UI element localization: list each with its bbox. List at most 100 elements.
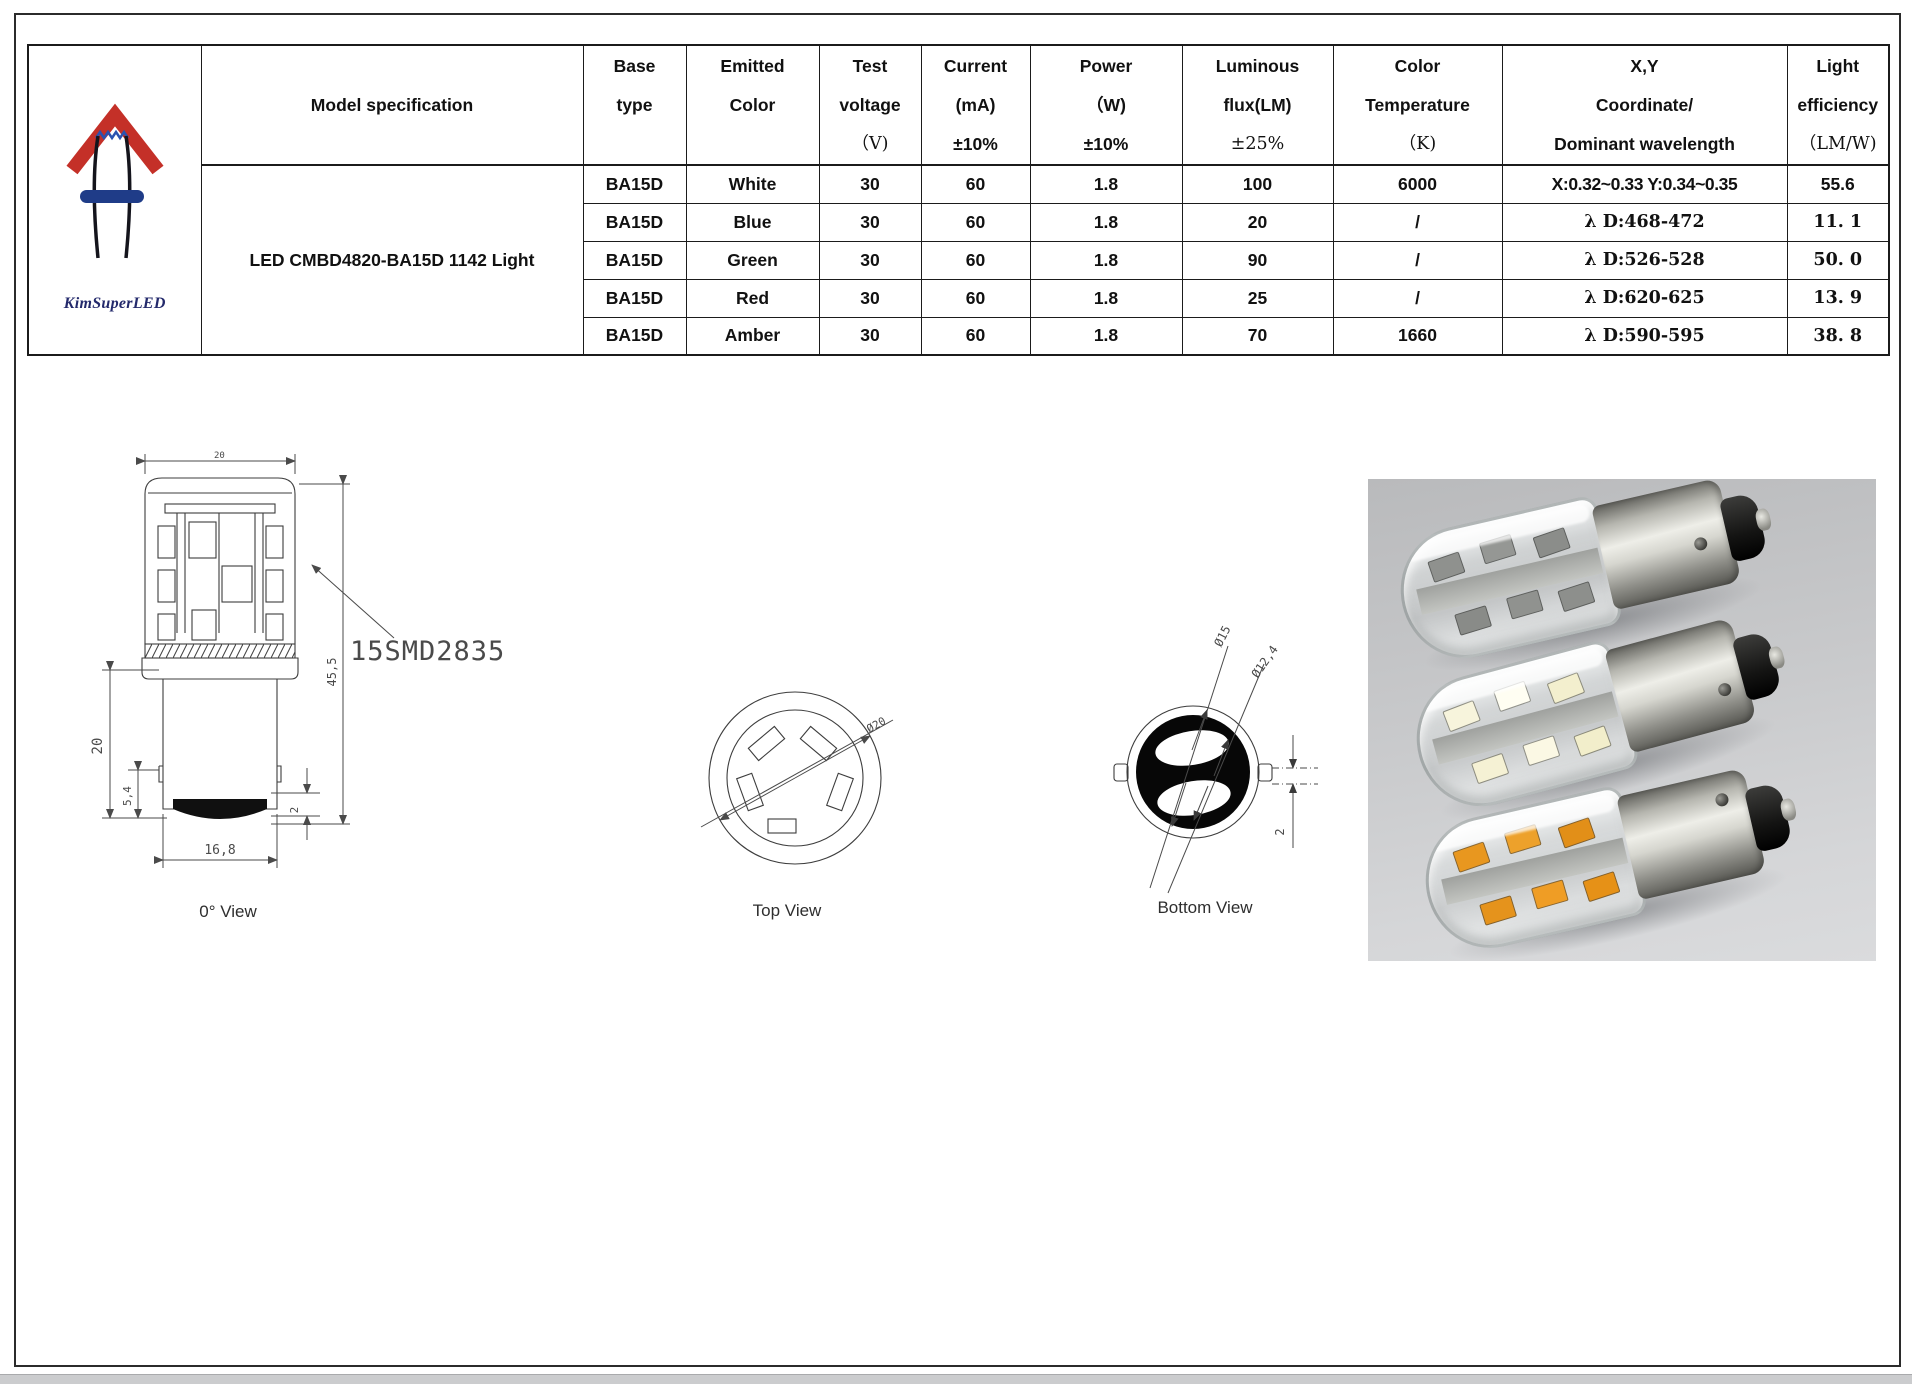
spec-cell: BA15D (582, 240, 687, 280)
bottom-view-outer-circle (1126, 705, 1260, 839)
bulb-glass-outline (144, 477, 296, 645)
brand-logo-cell: KimSuperLED (27, 44, 202, 356)
led-chip (265, 569, 284, 603)
led-chip (1532, 527, 1571, 559)
top-view-drawing: Ø20 Top View (700, 691, 894, 920)
spec-row-amber: BA15D Amber 30 60 1.8 70 1660 λ D:590-59… (28, 316, 1890, 356)
spec-cell: 30 (818, 240, 922, 280)
column-header-light-efficiency: Light efficiency （LM/W) (1786, 44, 1890, 166)
led-chip (825, 772, 855, 812)
spec-cell: Green (685, 240, 820, 280)
dim-label-neck: 20 (90, 738, 106, 755)
led-count-label: 15SMD2835 (350, 636, 505, 667)
column-header-test-voltage: Test voltage （V) (818, 44, 922, 166)
spec-cell: 11. 1 (1786, 202, 1890, 242)
led-chip (1503, 823, 1542, 855)
dim-label-outer: Ø15 (1211, 623, 1233, 649)
spec-cell: 50. 0 (1786, 240, 1890, 280)
spec-cell: 1.8 (1029, 240, 1183, 280)
top-view-caption: Top View (753, 901, 822, 920)
spec-cell: BA15D (582, 164, 687, 204)
spec-cell: 20 (1181, 202, 1334, 242)
spec-row-blue: BA15D Blue 30 60 1.8 20 / λ D:468-472 11… (28, 202, 1890, 242)
spec-cell: 60 (920, 202, 1031, 242)
logo-blue-bar (79, 189, 144, 203)
led-chip (1582, 871, 1621, 903)
dim-label-base-width: 16,8 (204, 843, 235, 858)
spec-row-white: LED CMBD4820-BA15D 1142 Light BA15D Whit… (28, 164, 1890, 356)
led-chip (157, 569, 176, 603)
led-chip (1427, 551, 1466, 583)
spec-cell: 30 (818, 202, 922, 242)
logo-filament-zigzag (94, 129, 129, 140)
bayonet-pin-left (1113, 763, 1129, 782)
front-view-drawing: 20 45,5 15SMD2835 20 5,4 16,8 2 0° View (90, 451, 505, 921)
led-chip (799, 725, 838, 762)
led-chip (1557, 581, 1596, 613)
spec-cell: λ D:590-595 (1501, 316, 1788, 356)
spec-cell: / (1332, 202, 1503, 242)
column-header-color-temperature: Color Temperature （K) (1332, 44, 1503, 166)
bulb-metal-base (1604, 617, 1758, 754)
led-chip (1573, 725, 1612, 758)
led-chip (1478, 533, 1517, 565)
product-photo (1368, 479, 1876, 961)
spec-table: KimSuperLED Model specification Base typ… (27, 44, 1890, 356)
bottom-contact-window (1155, 730, 1229, 766)
dim-label-inner: Ø12,4 (1249, 643, 1281, 681)
led-chip (747, 725, 786, 762)
top-view-inner-circle (726, 709, 864, 847)
spec-cell: λ D:526-528 (1501, 240, 1788, 280)
spec-cell: 30 (818, 278, 922, 318)
base-screw (1716, 681, 1733, 698)
logo-roof-shape (66, 103, 164, 174)
led-chip (767, 818, 797, 834)
brand-name: KimSuperLED (63, 294, 166, 312)
spec-cell: 70 (1181, 316, 1334, 356)
spec-cell: Red (685, 278, 820, 318)
spec-cell: X:0.32~0.33 Y:0.34~0.35 (1501, 164, 1788, 204)
bottom-view-drawing: Ø15 Ø12,4 2 Bottom View (1113, 623, 1318, 917)
led-chip (221, 565, 253, 603)
spec-cell: 1.8 (1029, 316, 1183, 356)
dim-label-diameter: Ø20 (864, 714, 888, 735)
spec-cell: 1660 (1332, 316, 1503, 356)
dim-label-skirt: 5,4 (121, 786, 134, 806)
dim-label-pin: 2 (1273, 828, 1287, 835)
led-chip (157, 525, 176, 559)
led-chip (1557, 817, 1596, 849)
spec-cell: 38. 8 (1786, 316, 1890, 356)
spec-row-green: BA15D Green 30 60 1.8 90 / λ D:526-528 5… (28, 240, 1890, 280)
spec-cell: 90 (1181, 240, 1334, 280)
spec-cell: 25 (1181, 278, 1334, 318)
column-header-xy-coordinate: X,Y Coordinate/ Dominant wavelength (1501, 44, 1788, 166)
model-spec-header: Model specification (200, 44, 584, 166)
led-chip (188, 521, 217, 559)
led-chip (265, 525, 284, 559)
spec-cell: 60 (920, 240, 1031, 280)
model-name: LED CMBD4820-BA15D 1142 Light (200, 164, 584, 356)
column-header-emitted-color: Emitted Color (685, 44, 820, 166)
led-chip (1470, 752, 1510, 785)
dim-label-height: 45,5 (325, 658, 339, 687)
spec-cell: 60 (920, 164, 1031, 204)
spec-cell: / (1332, 278, 1503, 318)
spec-cell: 1.8 (1029, 202, 1183, 242)
spec-cell: 60 (920, 278, 1031, 318)
bottom-view-caption: Bottom View (1157, 898, 1253, 917)
spec-cell: λ D:468-472 (1501, 202, 1788, 242)
led-chip (735, 772, 765, 812)
spec-cell: 13. 9 (1786, 278, 1890, 318)
spec-cell: BA15D (582, 202, 687, 242)
spec-cell: 1.8 (1029, 164, 1183, 204)
led-chip (1479, 895, 1518, 926)
spec-cell: 1.8 (1029, 278, 1183, 318)
brand-logo-icon (66, 103, 164, 258)
led-chip (191, 609, 217, 641)
bulb-hatch-band (144, 643, 296, 659)
led-chip (157, 613, 176, 641)
spec-cell: White (685, 164, 820, 204)
spec-cell: Amber (685, 316, 820, 356)
spec-cell: BA15D (582, 278, 687, 318)
